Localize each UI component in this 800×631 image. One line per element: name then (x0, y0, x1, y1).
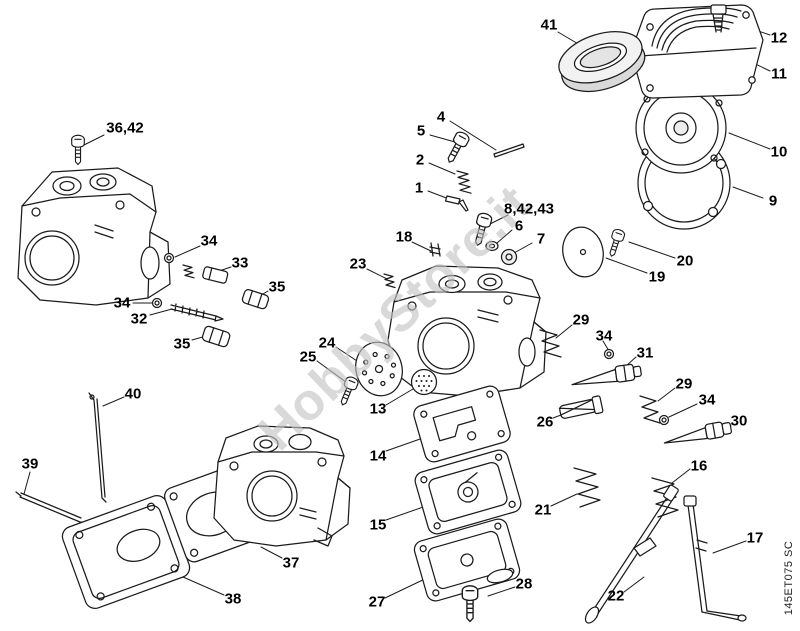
part-label-38-15: 15 (369, 516, 387, 534)
part-label-15-20: 20 (676, 252, 694, 270)
part-label-8-2: 2 (415, 151, 425, 169)
part-34-ring-a (163, 252, 175, 264)
part-label-25-31: 31 (636, 344, 654, 362)
part-13-screen (410, 368, 438, 396)
part-14-gasket (413, 385, 511, 463)
part-34-ring-c (603, 348, 615, 360)
part-label-34-14: 14 (369, 447, 387, 465)
part-carb-body-lower (213, 425, 351, 547)
part-29-spring-b (639, 395, 661, 424)
part-26-valve (558, 395, 604, 419)
part-label-39-17: 17 (746, 529, 764, 547)
part-36-screw (71, 134, 85, 166)
part-11-cover (630, 4, 764, 99)
part-25-screw (336, 374, 360, 408)
part-33-plunger (182, 264, 229, 284)
part-38-cover (61, 494, 191, 610)
part-label-26-24: 24 (318, 334, 336, 352)
part-label-1-12: 12 (770, 29, 788, 47)
part-label-14-23: 23 (349, 255, 367, 273)
part-41-baffle (558, 31, 646, 93)
part-label-16-19: 19 (648, 268, 666, 286)
part-6-nozzle (485, 240, 499, 252)
part-label-13-18: 18 (395, 228, 413, 246)
part-19-disc (562, 226, 604, 278)
part-40-rod (88, 392, 107, 503)
part-31-needle (571, 363, 642, 386)
part-label-42-27: 27 (368, 593, 386, 611)
part-label-18-33: 33 (231, 254, 249, 272)
part-label-20-34: 34 (113, 294, 131, 312)
part-4-pin (493, 143, 525, 158)
part-29-spring-a (539, 329, 562, 358)
part-28-screw (461, 585, 479, 623)
part-27-tab (486, 568, 514, 584)
part-label-4-9: 9 (768, 192, 778, 210)
part-label-41-28: 28 (515, 575, 533, 593)
part-34-ring-d (658, 414, 670, 426)
part-16-spring (651, 477, 679, 518)
part-12-screw (710, 4, 727, 33)
part-23-spring (383, 273, 396, 289)
part-label-7-5: 5 (416, 122, 426, 140)
part-32-needle (170, 303, 224, 322)
part-label-27-25: 25 (299, 348, 317, 366)
part-35-piston-b (201, 325, 231, 348)
part-label-0-41: 41 (540, 16, 558, 34)
part-15-diaphragm (414, 449, 522, 535)
part-label-40-37: 37 (282, 554, 300, 572)
part-label-11-6: 6 (514, 217, 524, 235)
part-1-needle (444, 195, 469, 212)
part-label-19-35: 35 (268, 278, 286, 296)
part-carb-body-left (17, 167, 171, 306)
part-label-30-30: 30 (730, 412, 748, 430)
part-label-10-8-42-43: 8,42,43 (503, 200, 555, 218)
part-39-rod (15, 491, 88, 524)
part-label-23-29: 29 (572, 311, 590, 329)
part-label-37-21: 21 (534, 501, 552, 519)
part-21-spring (573, 467, 601, 508)
part-label-5-36-42: 36,42 (106, 119, 144, 137)
part-30-needle (663, 421, 733, 444)
drawing-code: 145ET075 SC (783, 540, 795, 616)
part-34-ring-b (151, 297, 163, 309)
part-label-6-4: 4 (436, 108, 446, 126)
part-label-17-34: 34 (200, 232, 218, 250)
part-2-spring (456, 170, 472, 194)
part-5-screw (442, 129, 472, 166)
part-label-43-38: 38 (224, 590, 242, 608)
part-18-clip (429, 242, 441, 257)
part-label-32-13: 13 (369, 400, 387, 418)
part-22-shaft (584, 484, 679, 624)
part-label-35-16: 16 (690, 457, 708, 475)
part-17-shaft (683, 495, 747, 622)
part-label-22-35: 35 (173, 335, 191, 353)
part-35-piston-a (241, 289, 270, 310)
part-label-2-11: 11 (771, 65, 787, 83)
part-label-3-10: 10 (770, 143, 788, 161)
part-24-disc (355, 341, 403, 397)
part-7-plug (500, 248, 518, 266)
part-label-44-22: 22 (607, 587, 625, 605)
part-label-9-1: 1 (414, 179, 424, 197)
part-label-36-39: 39 (21, 455, 39, 473)
part-label-29-34: 34 (698, 391, 716, 409)
part-label-24-34: 34 (595, 327, 613, 345)
part-label-33-40: 40 (124, 385, 142, 403)
part-label-12-7: 7 (536, 230, 546, 248)
part-label-21-32: 32 (130, 310, 148, 328)
part-carb-body-center (387, 265, 547, 397)
part-label-28-29: 29 (675, 375, 693, 393)
part-20-screw (605, 227, 627, 259)
part-label-31-26: 26 (536, 413, 554, 431)
